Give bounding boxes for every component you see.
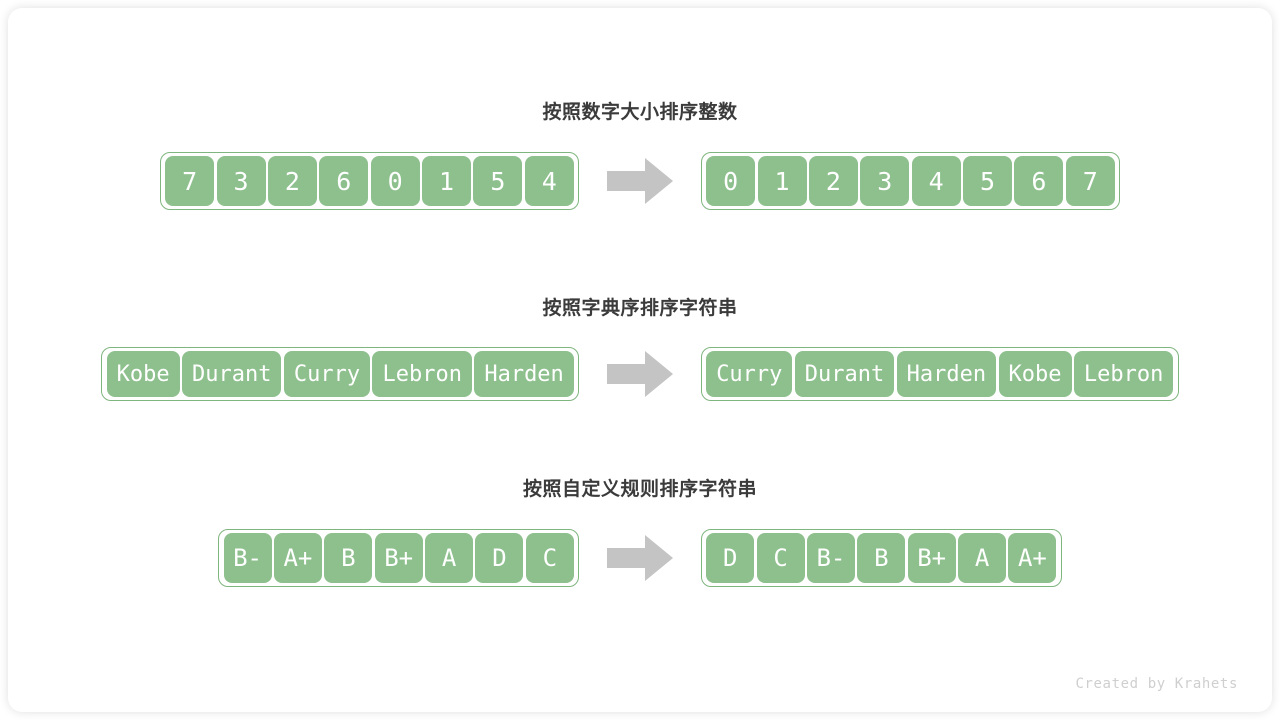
section-title-sort-strings-lexicographic: 按照字典序排序字符串 [542, 297, 738, 319]
array-cell: 3 [216, 156, 266, 206]
array-cell: A [958, 533, 1007, 583]
array-cell: 3 [860, 156, 910, 206]
array-cell: C [756, 533, 805, 583]
array-cell: 4 [524, 156, 574, 206]
array-cell: B [324, 533, 373, 583]
array-cell: 7 [165, 156, 215, 206]
array-cell: 6 [1014, 156, 1064, 206]
array-cell: 0 [706, 156, 756, 206]
array-cell: 4 [911, 156, 961, 206]
array-cell: 2 [267, 156, 317, 206]
array-cell: D [706, 533, 755, 583]
array-cell: B+ [907, 533, 956, 583]
array-cell: B [857, 533, 906, 583]
array-cell: B- [223, 533, 272, 583]
array-cell: D [475, 533, 524, 583]
array-cell: 1 [757, 156, 807, 206]
array-cell: Curry [706, 351, 793, 397]
array-cell: B- [806, 533, 855, 583]
array-cell: 2 [808, 156, 858, 206]
array-cell: 0 [370, 156, 420, 206]
array-cell: Lebron [1073, 351, 1174, 397]
array-cell: Lebron [372, 351, 472, 397]
right-arrow-icon [607, 158, 673, 204]
array-cell: Harden [896, 351, 997, 397]
array-cell: 6 [319, 156, 369, 206]
array-cell: 5 [963, 156, 1013, 206]
right-arrow-icon [607, 351, 673, 397]
array-cell: 5 [473, 156, 523, 206]
array-cell: A+ [273, 533, 322, 583]
array-cell: Kobe [106, 351, 180, 397]
array-cell: 1 [422, 156, 472, 206]
array-cell: Kobe [998, 351, 1072, 397]
array-cell: Durant [794, 351, 895, 397]
section-title-sort-integers: 按照数字大小排序整数 [542, 101, 738, 123]
array-cell: C [525, 533, 574, 583]
array-cell: Harden [474, 351, 574, 397]
right-arrow-icon [607, 535, 673, 581]
array-cell: B+ [374, 533, 423, 583]
section-title-sort-strings-custom-rule: 按照自定义规则排序字符串 [522, 478, 757, 500]
credit-text: Created by Krahets [1075, 676, 1238, 692]
array-cell: A+ [1008, 533, 1057, 583]
array-cell: Curry [283, 351, 371, 397]
array-cell: Durant [182, 351, 282, 397]
array-cell: A [425, 533, 474, 583]
array-cell: 7 [1065, 156, 1115, 206]
